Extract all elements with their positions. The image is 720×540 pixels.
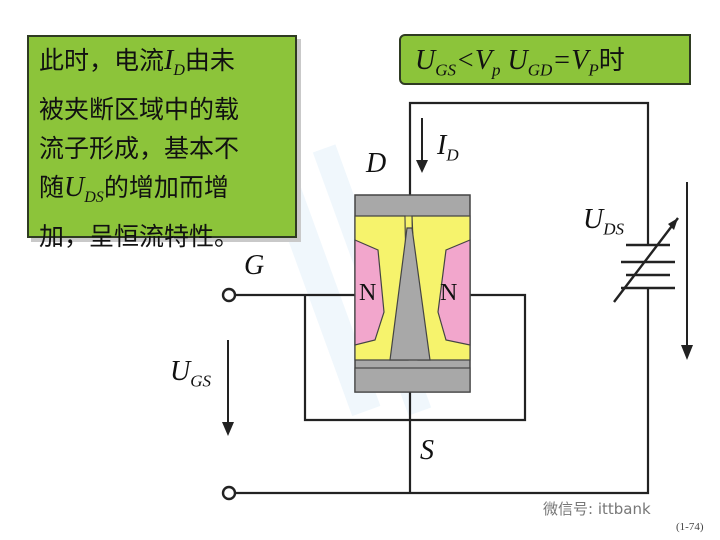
note-line-2: 被夹断区域中的载 [39, 95, 240, 124]
banner-v1: V [474, 45, 493, 76]
ugs-label-main: U [170, 356, 191, 387]
banner-v2: V [571, 45, 589, 76]
id-arrow [416, 118, 428, 173]
note-line-4-pre: 随 [39, 173, 65, 202]
ugs-label-sub: GS [190, 371, 212, 391]
id-label: ID [437, 130, 459, 166]
right-n-region [437, 239, 471, 346]
ugs-label: UGS [170, 356, 211, 392]
uds-arrow [681, 182, 693, 360]
channel-bottom [354, 367, 471, 393]
banner-u1-sub: GS [435, 60, 457, 80]
banner-u1: U [415, 45, 436, 76]
note-line-5: 加，呈恒流特性。 [39, 222, 240, 251]
source-label: S [420, 435, 434, 466]
uds-label-main: U [583, 204, 604, 235]
banner-u2-sub: GD [527, 60, 553, 80]
drain-wire [408, 101, 650, 245]
note-line-1: 此时，电流ID由未 [39, 41, 287, 90]
banner-less-than: < [456, 45, 475, 76]
battery-return-wire [236, 288, 650, 495]
explanation-note: 此时，电流ID由未 被夹断区域中的载 流子形成，基本不 随UDS的增加而增 加，… [27, 35, 297, 251]
note-line-4-post: 的增加而增 [103, 173, 229, 202]
wechat-watermark: 微信号: ittbank [543, 500, 651, 518]
variable-slash-head [668, 218, 678, 230]
circuit-wires [236, 101, 650, 495]
id-label-main: I [437, 130, 447, 161]
banner-equals: = [552, 45, 572, 76]
uds-battery [613, 217, 679, 303]
left-n-region [354, 239, 385, 346]
note-line-3: 流子形成，基本不 [39, 134, 240, 163]
page-number: (1-74) [676, 521, 704, 533]
note-line-4-subscript: DS [84, 189, 104, 206]
note-line-1-subscript: D [173, 62, 185, 79]
banner-u2: U [507, 45, 528, 76]
left-n-label: N [359, 280, 377, 306]
gate-label: G [244, 250, 265, 281]
note-line-1-post: 由未 [184, 46, 235, 75]
drain-label: D [366, 148, 387, 179]
right-n-label: N [440, 280, 458, 306]
banner-v2-sub: P [588, 60, 599, 80]
condition-banner: UGS<Vp UGD=VP时 [399, 34, 691, 85]
id-label-sub: D [446, 145, 459, 165]
banner-suffix: 时 [598, 46, 625, 76]
note-line-4: 随UDS的增加而增 [39, 168, 287, 217]
source-terminal [221, 485, 237, 501]
pinch-channel [389, 227, 431, 361]
jfet-body [354, 194, 471, 393]
gate-terminal [221, 287, 237, 303]
note-line-4-symbol: U [64, 172, 85, 203]
note-line-1-pre: 此时，电流 [39, 46, 165, 75]
uds-label-sub: DS [603, 219, 625, 239]
ugs-arrow [222, 340, 234, 436]
uds-label: UDS [583, 204, 624, 240]
gate-loop-wire [303, 293, 527, 422]
variable-slash [613, 217, 679, 303]
note-line-1-symbol: I [164, 45, 174, 76]
banner-v1-sub: p [492, 60, 501, 80]
